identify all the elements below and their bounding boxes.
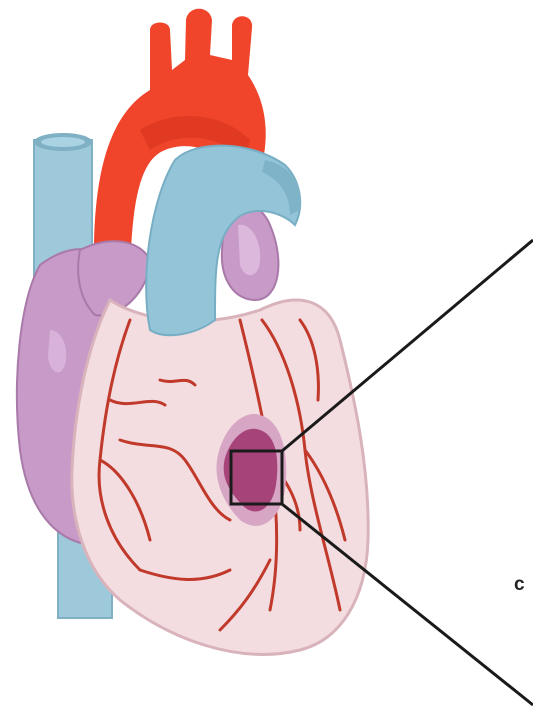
partial-label: c: [514, 574, 525, 596]
